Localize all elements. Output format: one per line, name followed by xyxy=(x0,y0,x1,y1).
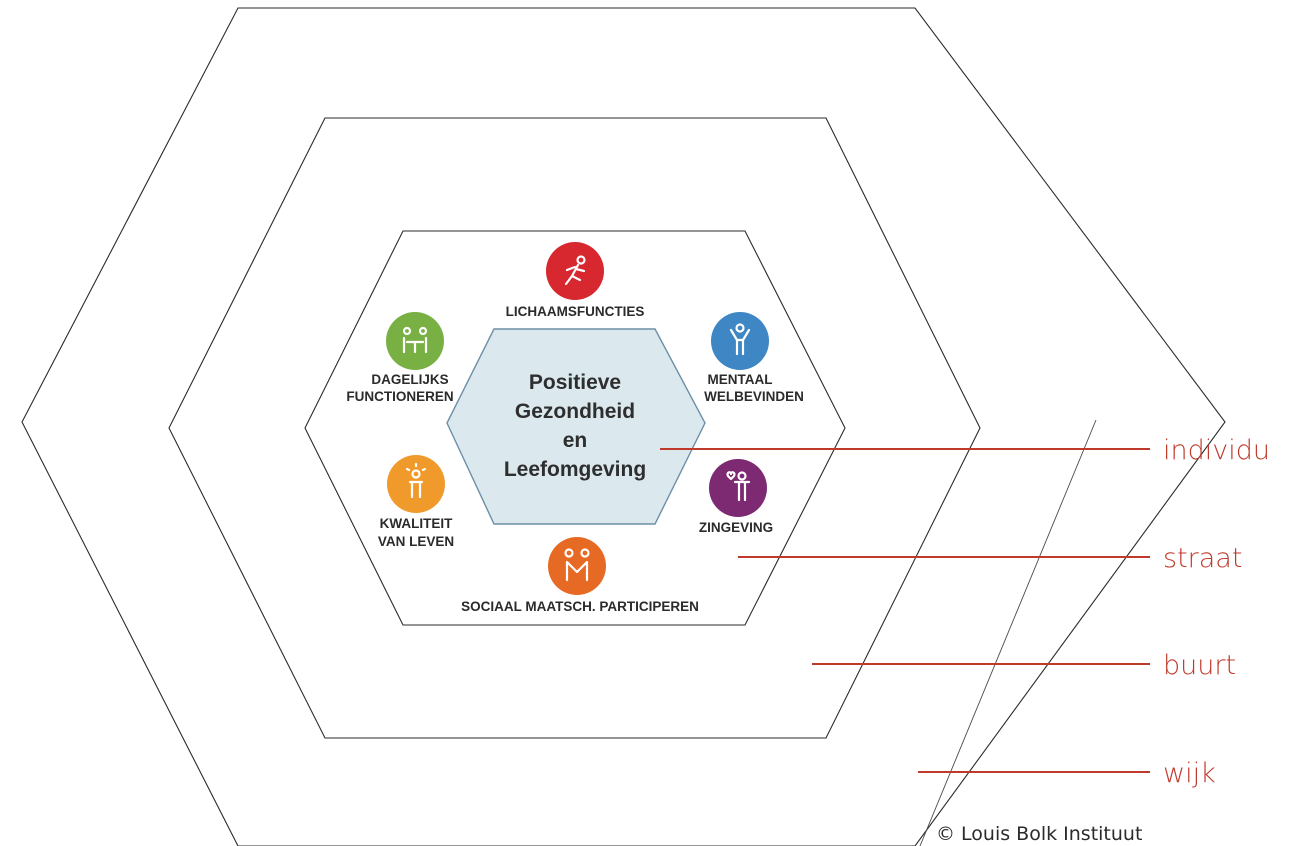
level-label-straat: straat xyxy=(1163,543,1242,574)
two-people-icon xyxy=(548,537,606,595)
label-dagelijks: DAGELIJKS xyxy=(371,372,448,387)
label-mentaal: MENTAAL xyxy=(708,372,773,387)
dimension-sociaal-participeren: SOCIAAL MAATSCH. PARTICIPEREN xyxy=(461,537,699,614)
diagonal-line xyxy=(919,419,1097,846)
two-people-glyph xyxy=(564,548,590,582)
center-title-line-3: en xyxy=(563,429,588,452)
dimension-lichaamsfuncties: LICHAAMSFUNCTIES xyxy=(506,242,645,319)
dimension-mentaal-welbevinden: MENTAAL WELBEVINDEN xyxy=(704,312,804,404)
label-zingeving: ZINGEVING xyxy=(699,520,773,535)
label-van-leven: VAN LEVEN xyxy=(378,534,454,549)
radiant-person-glyph xyxy=(405,462,427,499)
level-label-individu: individu xyxy=(1163,435,1270,466)
center-title-line-4: Leefomgeving xyxy=(504,458,646,481)
radiant-person-icon xyxy=(387,455,445,513)
arms-raised-person-glyph xyxy=(729,323,751,356)
dimension-dagelijks-functioneren: DAGELIJKS FUNCTIONEREN xyxy=(346,312,454,404)
label-lichaamsfuncties: LICHAAMSFUNCTIES xyxy=(506,304,645,319)
label-functioneren: FUNCTIONEREN xyxy=(346,389,453,404)
level-label-buurt: buurt xyxy=(1163,650,1236,681)
copyright-text: © Louis Bolk Instituut xyxy=(936,823,1142,845)
people-at-table-glyph xyxy=(402,326,428,354)
hexagon-wijk xyxy=(21,7,1226,846)
center-title-line-2: Gezondheid xyxy=(515,400,635,423)
dimension-zingeving: ZINGEVING xyxy=(699,459,773,535)
running-person-glyph xyxy=(564,255,586,286)
hexagon-buurt xyxy=(168,117,981,739)
center-title-line-1: Positieve xyxy=(529,371,621,394)
person-heart-glyph xyxy=(726,471,751,502)
level-label-wijk: wijk xyxy=(1163,758,1216,789)
dimension-kwaliteit-van-leven: KWALITEIT VAN LEVEN xyxy=(378,455,454,549)
label-welbevinden: WELBEVINDEN xyxy=(704,389,804,404)
hexagon-straat xyxy=(304,230,846,626)
label-sociaal: SOCIAAL MAATSCH. PARTICIPEREN xyxy=(461,599,699,614)
label-kwaliteit: KWALITEIT xyxy=(380,516,453,531)
center-hexagon xyxy=(446,328,706,525)
